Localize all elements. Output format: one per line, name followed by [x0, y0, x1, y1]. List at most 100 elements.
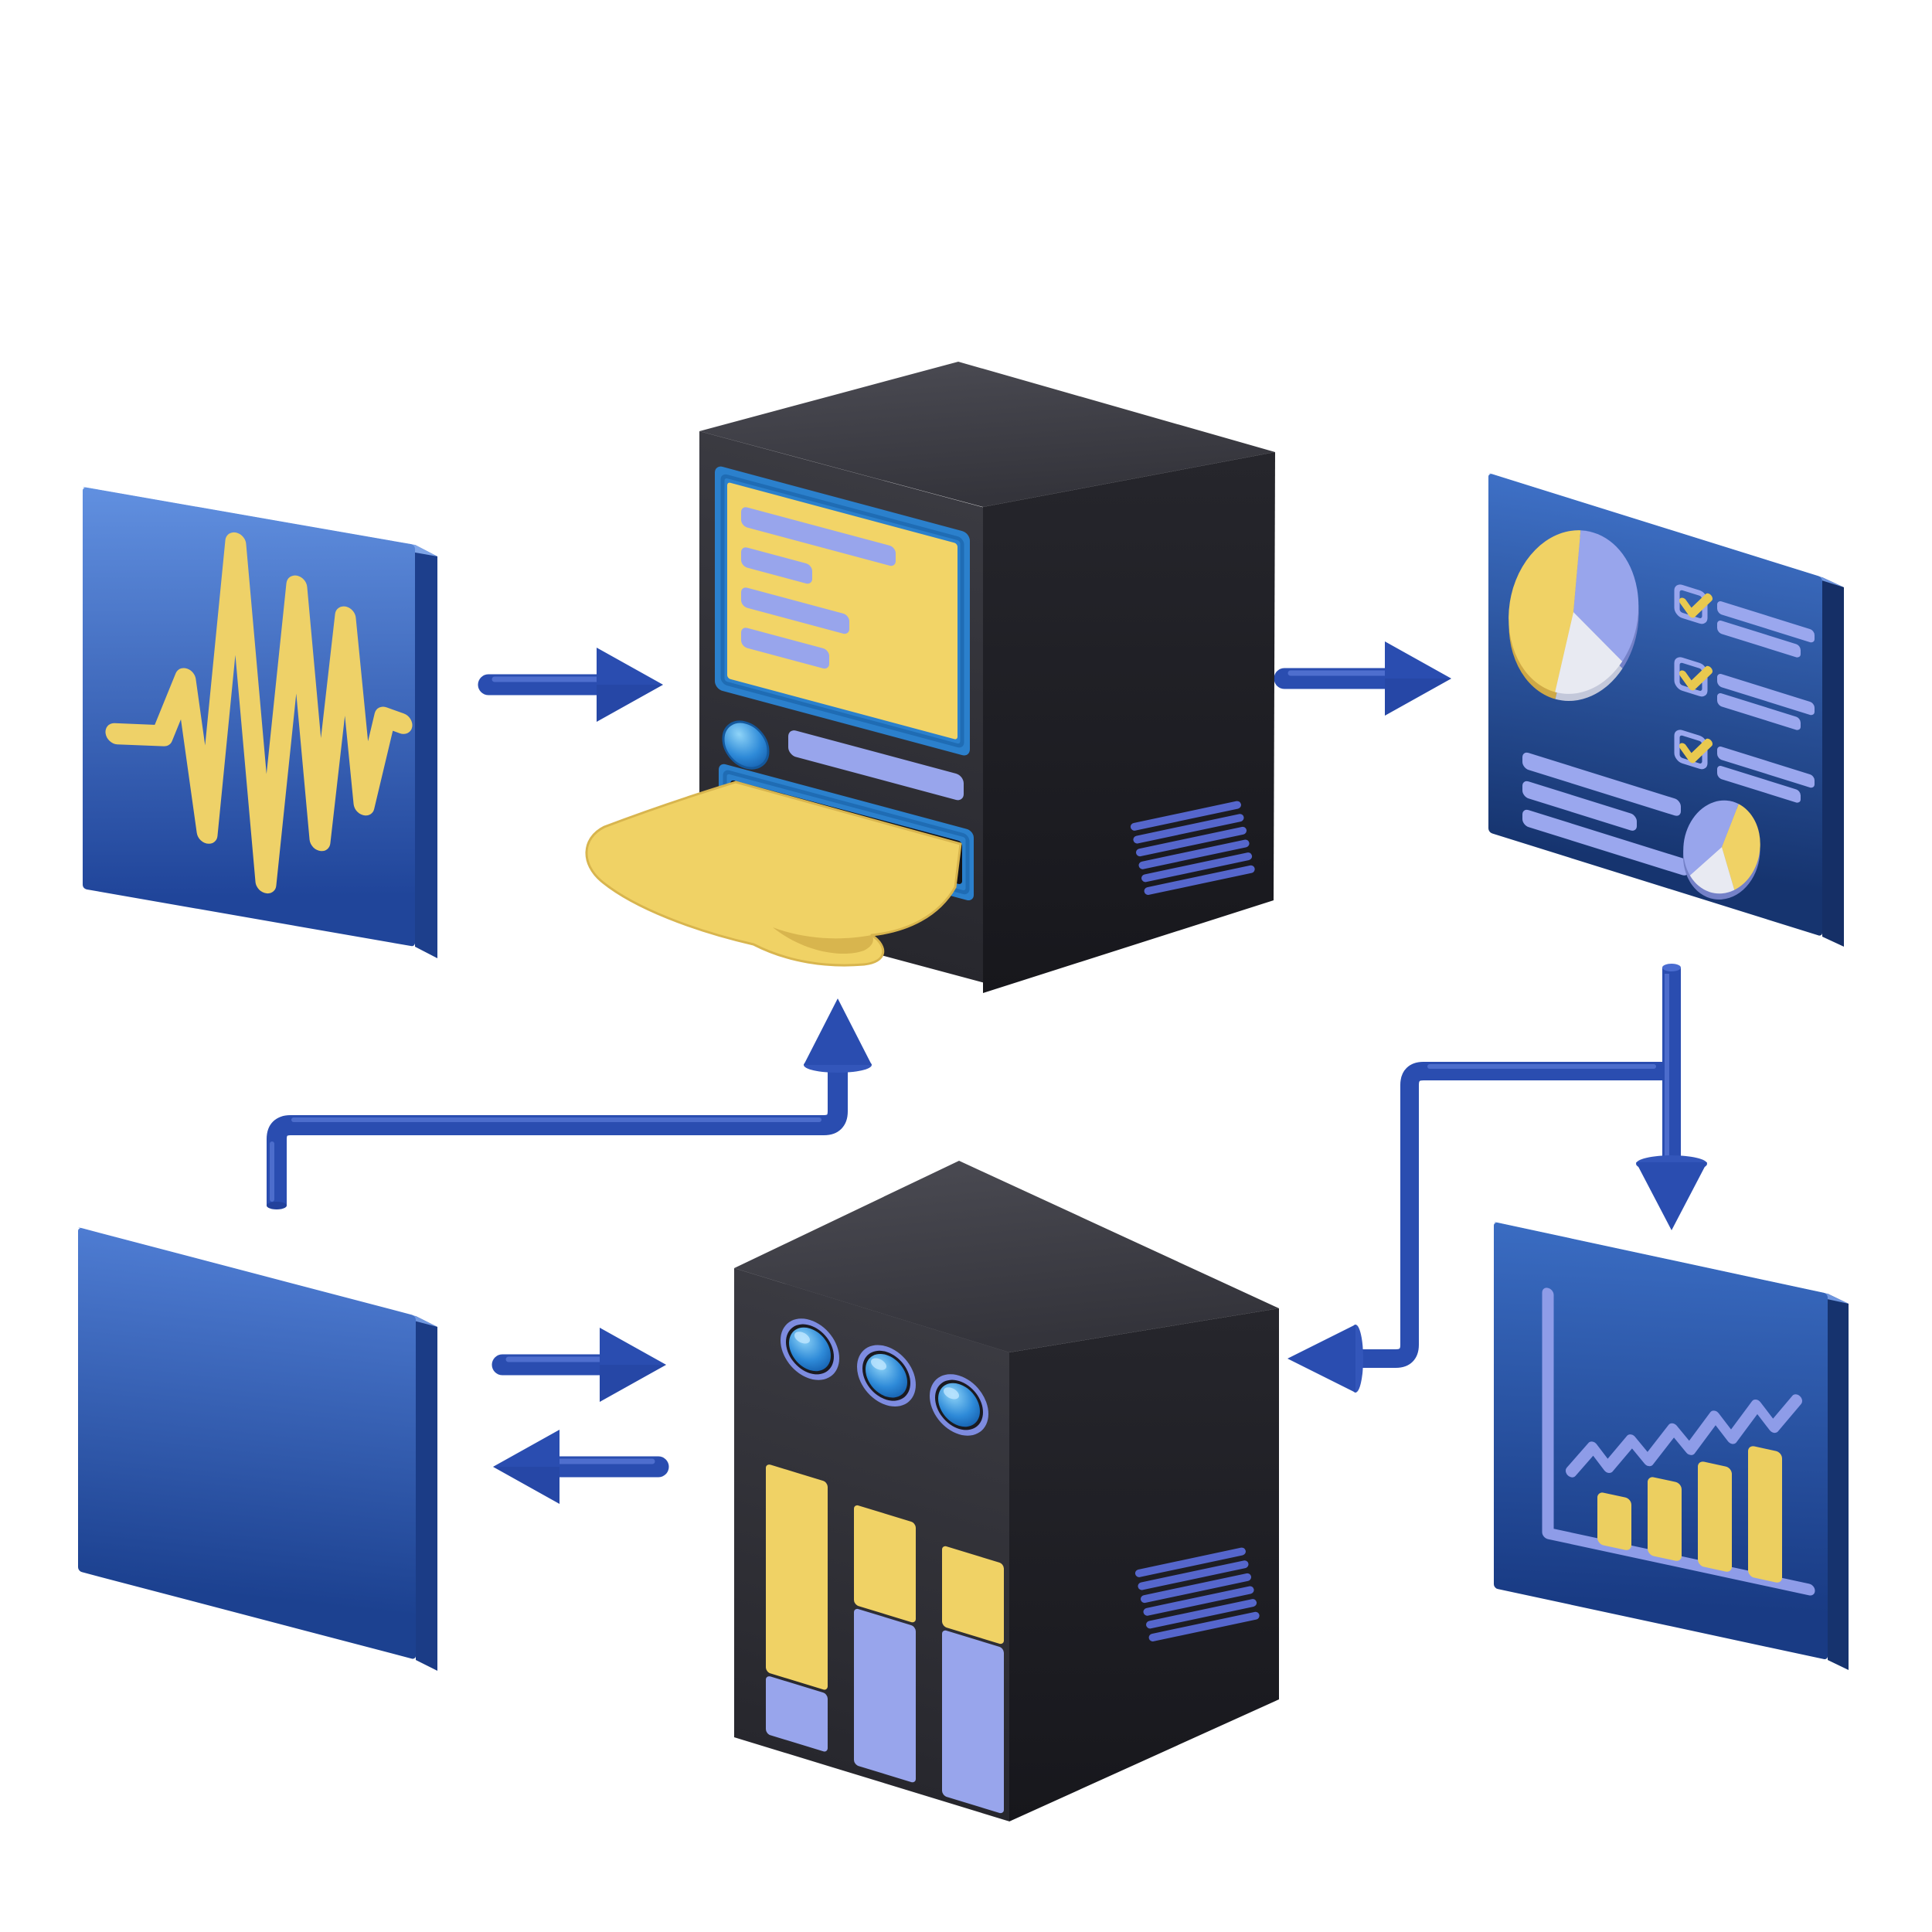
knob-row [781, 1318, 988, 1436]
arrowhead-up-icon [804, 998, 872, 1065]
report-panel-node [1488, 473, 1844, 947]
chart-bar [1597, 1492, 1631, 1550]
pipe-end-cap [1662, 964, 1681, 971]
chart-panel-side-face [1828, 1294, 1849, 1670]
vent-line [1134, 1547, 1246, 1577]
status-bar [788, 730, 964, 801]
checklist-text-bar [1717, 766, 1801, 803]
arrowhead-left-icon [493, 1430, 560, 1504]
checklist-text-bar [1717, 693, 1801, 730]
signal-panel-side-face [415, 545, 437, 958]
pie-slice-lavender [1683, 800, 1739, 876]
report-panel-front-face [1488, 474, 1822, 936]
pie-slice-white [1689, 847, 1735, 894]
vent-line [1143, 1586, 1254, 1616]
checkbox-icon [1674, 584, 1708, 624]
flow-arrow-report-to-chart [1636, 964, 1707, 1230]
chart-bar [1648, 1477, 1682, 1561]
flow-arrow-blank-to-processor [267, 998, 872, 1209]
chart-panel-node [1494, 1222, 1849, 1670]
analytics-server-node [734, 1161, 1279, 1821]
screen-display [727, 482, 957, 740]
flow-arrow-processor-to-report [1274, 641, 1451, 716]
checklist-text-bar [1717, 621, 1801, 658]
flow-arrow-signal-to-processor [478, 648, 663, 722]
vent-grill [1130, 801, 1255, 895]
paper-curl-shadow [773, 927, 873, 954]
screen-text-line [741, 628, 829, 669]
vent-line [1144, 865, 1255, 895]
flow-arrow-analytics-to-blank [493, 1430, 669, 1504]
vent-line [1133, 814, 1244, 844]
pulse-waveform-icon [105, 532, 413, 894]
vent-line [1141, 852, 1253, 883]
knob-button [722, 720, 770, 770]
meter-bar-yellow [854, 1505, 916, 1623]
vent-line [1148, 1611, 1260, 1641]
meter-bar-yellow [766, 1464, 828, 1690]
meter-bars [766, 1464, 1004, 1814]
server-top-face [734, 1161, 1279, 1352]
pie-chart-small [1682, 800, 1760, 900]
checklist-row [1674, 584, 1815, 658]
screen-text-line [741, 587, 849, 634]
chart-bar [1748, 1446, 1782, 1583]
chart-bar [1698, 1461, 1732, 1572]
screen-text-line [741, 547, 812, 584]
vent-grill [1134, 1547, 1260, 1641]
flow-arrow-junction-to-analytics [1287, 1062, 1663, 1393]
arrowhead-right-icon [1385, 641, 1451, 716]
pie-slice-lavender [1573, 530, 1639, 662]
flow-arrow-blank-to-analytics [492, 1328, 666, 1402]
check-mark-icon [1679, 593, 1713, 618]
blank-panel-node [78, 1227, 437, 1671]
blank-panel-side-face [416, 1316, 437, 1671]
checklist-text-bar [1717, 674, 1815, 716]
pipe-end-cap [267, 1202, 287, 1209]
signal-panel-node [83, 487, 437, 958]
server-side-face [983, 452, 1275, 993]
checklist-text-bar [1717, 601, 1815, 643]
pie-slice-white [1555, 612, 1623, 694]
vent-line [1140, 1573, 1252, 1604]
vent-line [1138, 1560, 1249, 1590]
checkbox-icon [1674, 657, 1708, 697]
pie-chart-large [1509, 530, 1639, 701]
report-text-block [1522, 752, 1689, 876]
checklist-text-bar [1717, 747, 1815, 788]
arrowhead-right-icon [600, 1328, 666, 1402]
report-text-bar [1522, 809, 1689, 876]
vent-line [1146, 1599, 1257, 1629]
meter-bar-yellow [942, 1546, 1004, 1645]
server-side-face [1009, 1308, 1279, 1821]
arrowhead-left-icon [1287, 1325, 1355, 1393]
vent-line [1135, 826, 1247, 857]
bar-chart [1597, 1446, 1782, 1583]
meter-bar-lavender [854, 1608, 916, 1783]
vent-line [1138, 839, 1250, 869]
processing-server-node [585, 362, 1275, 993]
screen-text-lines [741, 507, 896, 669]
arrowhead-down-icon [1636, 1162, 1707, 1230]
check-mark-icon [1679, 665, 1713, 691]
trend-line [1566, 1394, 1802, 1478]
chart-axes [1542, 1287, 1815, 1596]
meter-bar-lavender [942, 1630, 1004, 1814]
arrowhead-right-icon [597, 648, 663, 722]
pie-slice-yellow [1509, 530, 1581, 692]
vent-line [1130, 801, 1241, 831]
blank-panel-front-face [78, 1228, 416, 1659]
report-panel-side-face [1822, 577, 1844, 947]
report-text-bar [1522, 781, 1637, 831]
checklist-row [1674, 730, 1815, 803]
report-text-bar [1522, 752, 1681, 816]
paper-output [585, 781, 962, 967]
meter-bar-lavender [766, 1676, 828, 1752]
checkbox-icon [1674, 730, 1708, 770]
checklist [1674, 584, 1815, 803]
screen-text-line [741, 507, 896, 566]
server-top-face [699, 362, 1275, 507]
checklist-row [1674, 657, 1815, 730]
